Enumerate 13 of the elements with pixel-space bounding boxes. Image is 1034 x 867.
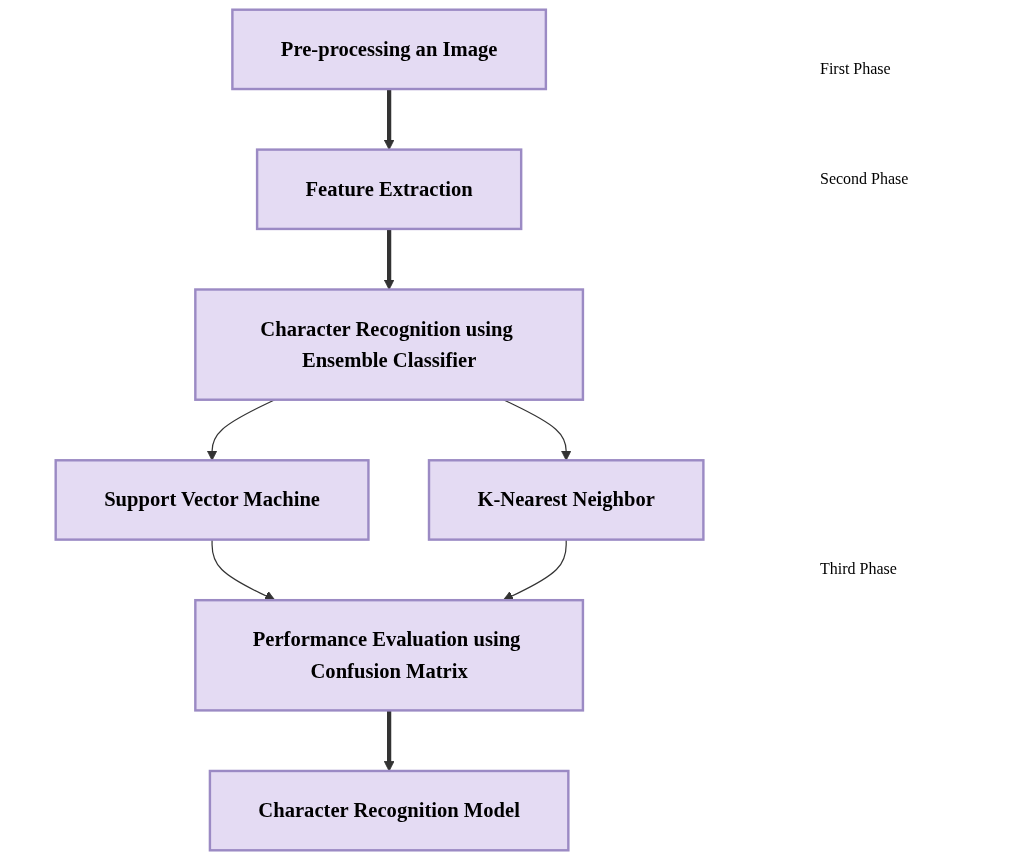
node-box: Character Recognition Model (209, 769, 570, 852)
node-box: Performance Evaluation using Confusion Matrix (194, 598, 585, 712)
node-box: Character Recognition using Ensemble Classifier (194, 288, 585, 401)
arrow (384, 228, 395, 290)
arrow (211, 539, 276, 601)
node-box: Pre-processing an Image (231, 8, 548, 91)
phase-label: Second Phase (820, 170, 909, 188)
arrow (503, 539, 568, 601)
node-box: Support Vector Machine (54, 459, 371, 541)
phase-label: Third Phase (820, 560, 897, 578)
node-box: Feature Extraction (256, 148, 523, 231)
node-box: K-Nearest Neighbor (428, 459, 706, 541)
phase-label: First Phase (820, 60, 891, 78)
